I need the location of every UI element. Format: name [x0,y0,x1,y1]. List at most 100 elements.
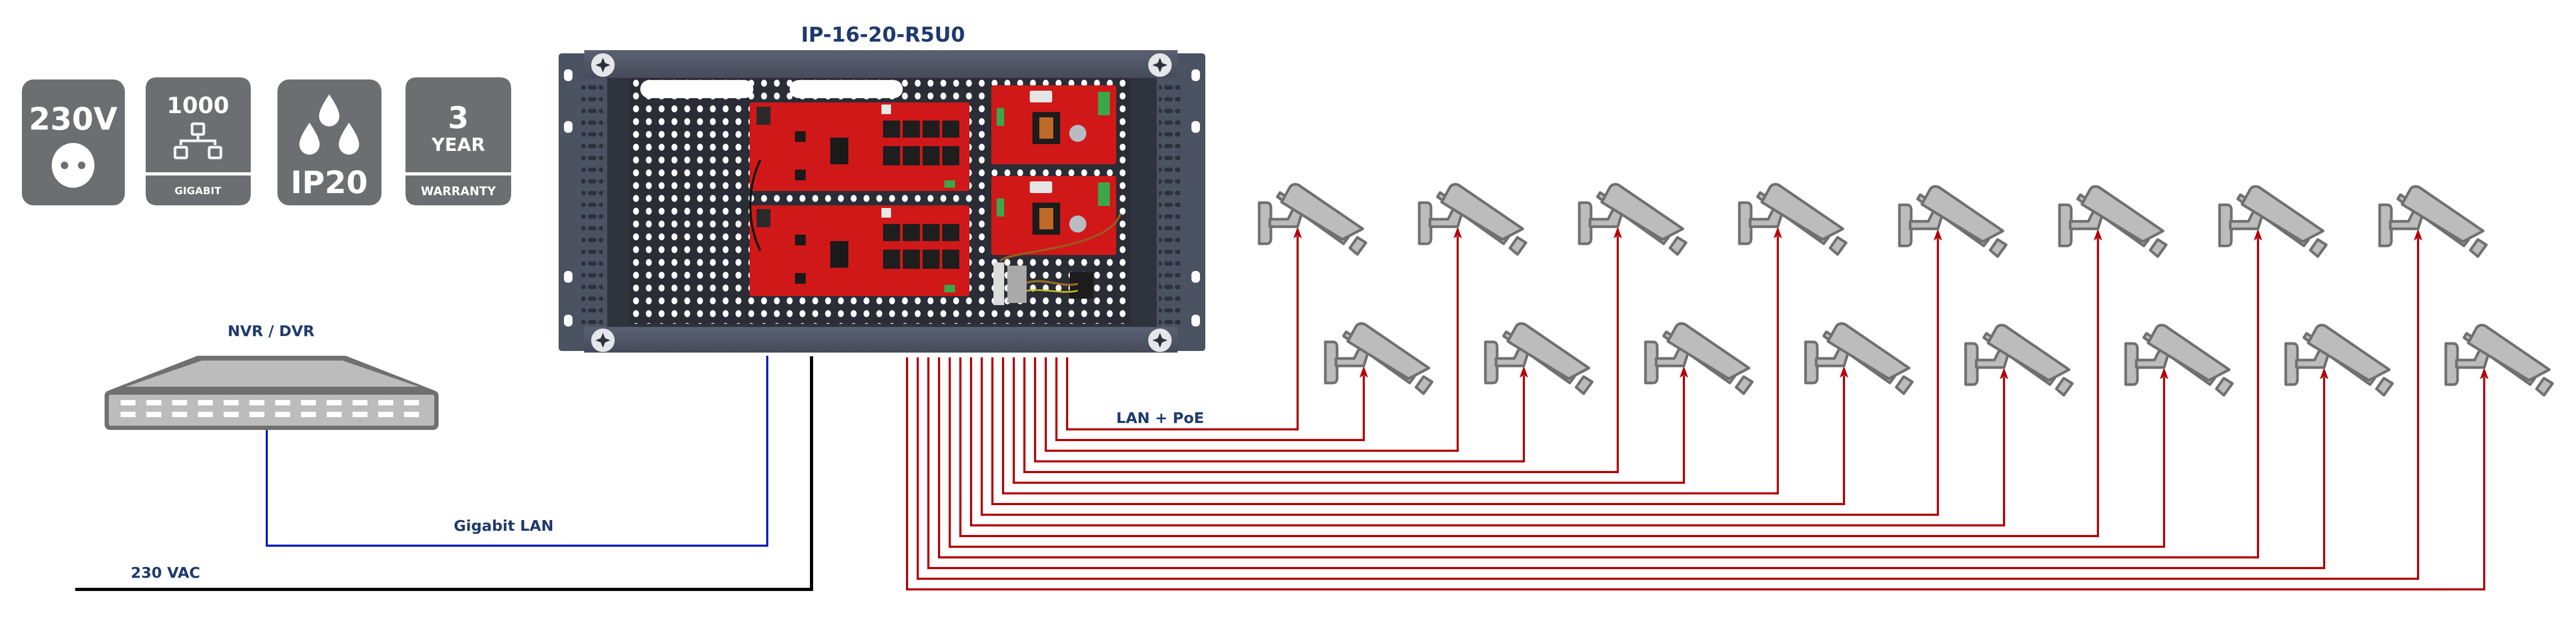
network-topology-icon [173,122,222,159]
nvr-port [121,412,136,417]
cable-arrow-icon [1840,366,1848,378]
poe-cable [938,238,2259,558]
cable-arrow-icon [2480,368,2488,379]
poe-cable [917,238,2419,580]
cable-arrow-icon [1359,366,1368,378]
poe-cable [1055,357,1365,441]
poe-cable [1045,236,1459,452]
cable-arrow-icon [2094,229,2102,241]
cctv-camera-icon [2218,185,2328,258]
badge-voltage: 230V [22,79,125,205]
cctv-camera-icon [2124,324,2234,397]
cctv-camera-icon [1738,183,1848,256]
nvr-port [404,400,419,405]
cable-arrow-icon [2320,368,2328,379]
badge-voltage-text: 230V [29,101,117,137]
cable-arrow-icon [1293,227,1302,238]
badge-gigabit-footer: GIGABIT [174,185,221,197]
nvr-port [249,400,265,405]
cctv-camera-icon [1258,183,1367,256]
poe-cable [906,357,2485,590]
poe-cable [1002,236,1779,494]
nvr-ports [121,400,419,417]
poe-switch-board [750,102,969,191]
nvr-port [249,412,265,417]
nvr-port [275,412,290,417]
nvr-port [146,400,162,405]
poe-cable [949,357,2165,548]
nvr-port [275,400,290,405]
feature-badges: 230V 1000 GIGABIT [22,77,511,205]
cctv-camera-icon [1964,324,2074,397]
poe-cable [1066,236,1299,430]
cable-arrow-icon [1453,227,1462,238]
badge-gigabit-number: 1000 [167,92,229,118]
poe-cable [927,357,2325,569]
nvr-port [146,412,162,417]
rack-screw [591,53,1172,352]
nvr-label: NVR / DVR [228,322,315,340]
cable-arrow-icon [1520,366,1528,378]
cable-arrow-icon [1613,227,1622,238]
nvr-port [404,412,419,417]
cctv-camera-icon [1418,183,1528,256]
lan-poe-label: LAN + PoE [1116,409,1204,427]
cctv-camera-icon [2444,324,2554,397]
nvr-port [378,400,393,405]
nvr-port [197,412,213,417]
nvr-port [301,412,316,417]
poe-cable [1023,236,1619,473]
nvr-port [197,400,213,405]
cable-arrow-icon [2000,368,2008,379]
cctv-camera-icon [1804,322,1914,395]
poe-cable [970,357,2005,526]
nvr-port [327,412,342,417]
nvr-port [172,412,187,417]
lan-poe-cables [906,227,2488,590]
power-230vac-label: 230 VAC [131,564,200,581]
mains-terminal [993,213,1122,305]
cable-arrow-icon [1774,227,1782,238]
nvr-port [378,412,393,417]
nvr-port [224,400,239,405]
poe-cable [959,238,2099,537]
cctv-camera-icon [1578,183,1688,256]
cable-arrow-icon [2254,229,2262,241]
badge-warranty-footer: WARRANTY [421,185,497,198]
power-supply-module [991,176,1116,255]
nvr-port [121,400,136,405]
badge-warranty-number: 3 [448,101,469,135]
badge-warranty: 3 YEAR WARRANTY [406,77,511,205]
nvr-port [301,400,316,405]
power-cable-230vac [75,356,813,591]
badge-warranty-sub: YEAR [431,134,485,156]
cctv-camera-icon [1898,185,2008,258]
gigabit-lan-cable [266,356,768,547]
badge-ip-rating: IP20 [277,79,381,205]
cctv-camera-icon [2378,185,2488,258]
cable-arrow-icon [1934,229,1942,241]
rack-enclosure [559,50,1205,353]
poe-cable [1013,357,1685,484]
nvr-port [352,400,368,405]
power-socket-icon [52,143,94,188]
cctv-camera-icon [1484,322,1594,395]
poe-cable [991,357,1845,505]
cctv-camera-icon [1644,322,1754,395]
product-model-title: IP-16-20-R5U0 [801,23,965,46]
badge-gigabit: 1000 GIGABIT [146,77,251,205]
nvr-recorder-icon [105,356,439,430]
power-supply-module [991,85,1116,164]
poe-cable [1034,357,1525,462]
cctv-camera-icon [2284,324,2394,397]
cable-arrow-icon [1680,366,1688,378]
nvr-port [224,412,239,417]
nvr-port [172,400,187,405]
water-drops-icon [299,94,359,155]
camera-array [1258,183,2554,397]
poe-cable [981,238,1939,516]
cctv-camera-icon [1324,322,1434,395]
cctv-camera-icon [2058,185,2168,258]
poe-switch-board [749,159,969,296]
